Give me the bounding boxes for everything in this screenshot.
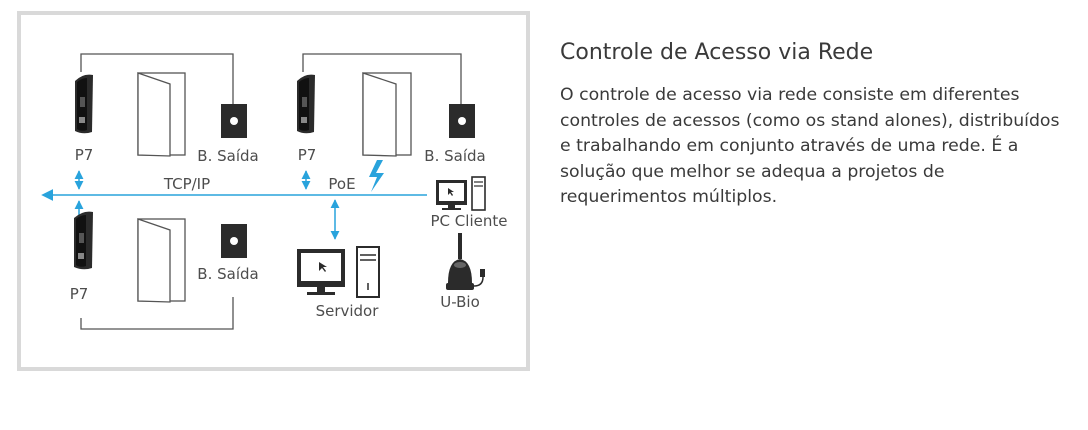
wiring-top-left xyxy=(80,53,234,104)
network-diagram: P7 B. Saída P7 B. Saída TCP/IP PoE xyxy=(17,11,530,371)
p7-label: P7 xyxy=(75,146,94,164)
server-computer-icon xyxy=(297,246,380,298)
door-group-top-right: P7 B. Saída xyxy=(297,53,486,192)
door-icon xyxy=(137,72,186,157)
network-label: TCP/IP xyxy=(163,175,210,193)
server-group: Servidor xyxy=(297,199,380,320)
exit-button-label: B. Saída xyxy=(197,265,258,283)
exit-button-icon xyxy=(221,104,247,138)
ubio-reader-icon xyxy=(446,259,485,290)
pc-client-group: PC Cliente U-Bio xyxy=(431,176,508,311)
p7-label: P7 xyxy=(70,285,89,303)
ubio-label: U-Bio xyxy=(440,293,480,311)
exit-button-label: B. Saída xyxy=(424,147,485,165)
panel-description: O controle de acesso via rede consiste e… xyxy=(560,85,1060,207)
wiring-top-right xyxy=(302,53,462,104)
door-group-bottom: P7 B. Saída xyxy=(70,200,259,330)
p7-reader-icon xyxy=(74,211,93,270)
description-panel: Controle de Acesso via Rede O controle d… xyxy=(560,40,1075,211)
pc-client-label: PC Cliente xyxy=(431,212,508,230)
panel-title: Controle de Acesso via Rede xyxy=(560,40,874,65)
pc-client-computer-icon xyxy=(436,176,486,211)
door-icon xyxy=(137,218,186,303)
p7-reader-icon xyxy=(75,74,93,134)
p7-label: P7 xyxy=(298,146,317,164)
exit-button-icon xyxy=(221,224,247,258)
wiring-bottom xyxy=(80,297,234,330)
poe-label: PoE xyxy=(328,175,355,193)
lightning-icon xyxy=(369,160,384,192)
door-icon xyxy=(362,72,412,157)
door-group-top-left: P7 B. Saída xyxy=(74,53,259,190)
exit-button-label: B. Saída xyxy=(197,147,258,165)
server-label: Servidor xyxy=(316,302,380,320)
p7-reader-icon xyxy=(297,74,315,134)
exit-button-icon xyxy=(449,104,475,138)
